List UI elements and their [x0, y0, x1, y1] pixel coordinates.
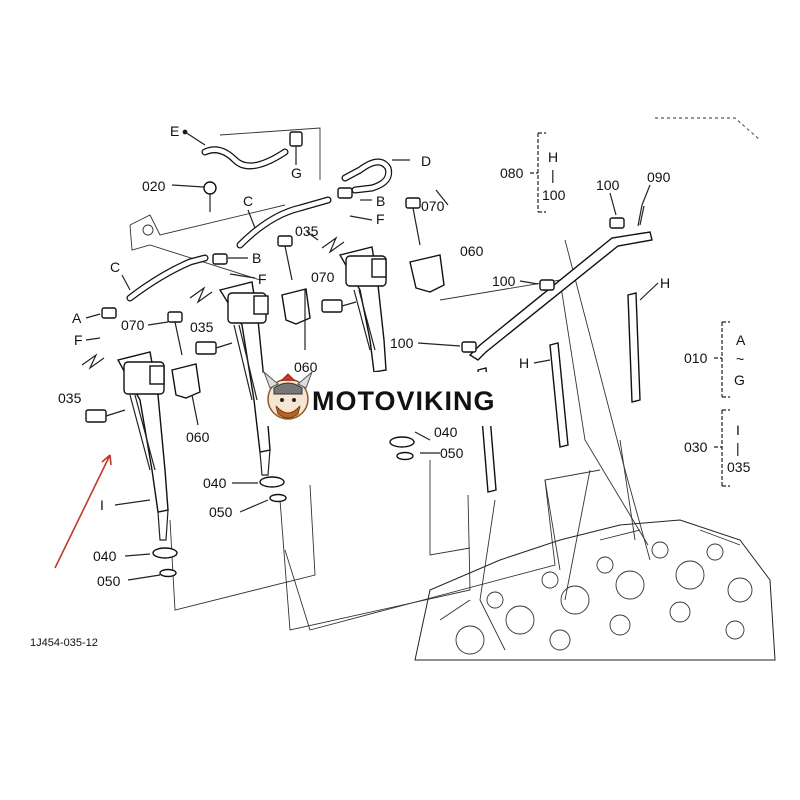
label-050-b: 050 — [209, 504, 233, 520]
label-090: 090 — [647, 169, 671, 185]
injector-clamps — [171, 254, 445, 399]
label-E: E — [170, 123, 179, 139]
label-F-3: F — [74, 332, 83, 348]
range-030-bottom: 035 — [727, 459, 751, 475]
drawing-code: 1J454-035-12 — [30, 637, 98, 649]
label-F-1: F — [376, 211, 385, 227]
callout-labels: E G D 020 B F C 035 070 C B F 070 060 A … — [58, 123, 671, 589]
label-D: D — [421, 153, 431, 169]
label-060-a: 060 — [460, 243, 484, 259]
label-C-2: C — [110, 259, 120, 275]
return-hoses — [126, 146, 393, 302]
clamp-bolts — [167, 197, 421, 356]
range-080-bottom: 100 — [542, 187, 566, 203]
range-030-sep: | — [736, 440, 740, 456]
mount-bracket — [129, 204, 286, 281]
label-035-b: 035 — [190, 319, 214, 335]
glow-plug-assembly — [461, 204, 653, 493]
leader-lines — [169, 127, 651, 651]
range-010: 010 A ~ G — [684, 321, 746, 398]
watermark-text: MOTOVIKING — [312, 386, 496, 416]
range-030-top: I — [736, 422, 740, 438]
label-080: 080 — [500, 165, 524, 181]
label-H-2: H — [660, 275, 670, 291]
label-G: G — [291, 165, 302, 181]
label-H-1: H — [519, 355, 529, 371]
viking-mascot-icon — [263, 371, 313, 420]
label-010: 010 — [684, 350, 708, 366]
label-060-c: 060 — [186, 429, 210, 445]
label-F-2: F — [258, 271, 267, 287]
label-C-1: C — [243, 193, 253, 209]
label-B-2: B — [252, 250, 261, 266]
label-050-a: 050 — [97, 573, 121, 589]
label-035-c: 035 — [58, 390, 82, 406]
red-arrow — [54, 454, 112, 569]
label-100-a: 100 — [390, 335, 414, 351]
label-040-c: 040 — [434, 424, 458, 440]
label-A: A — [72, 310, 82, 326]
cylinder-head — [414, 519, 776, 661]
label-040-a: 040 — [93, 548, 117, 564]
label-020: 020 — [142, 178, 166, 194]
label-030: 030 — [684, 439, 708, 455]
label-040-b: 040 — [203, 475, 227, 491]
range-010-bottom: G — [734, 372, 745, 388]
label-100-c: 100 — [596, 177, 620, 193]
callout-leaders — [85, 129, 659, 581]
label-050-c: 050 — [440, 445, 464, 461]
label-070-b: 070 — [311, 269, 335, 285]
seals — [152, 436, 415, 578]
watermark: MOTOVIKING — [262, 371, 537, 426]
range-010-sep: ~ — [736, 351, 744, 367]
label-070-c: 070 — [121, 317, 145, 333]
range-010-top: A — [736, 332, 746, 348]
clips — [81, 236, 345, 370]
label-060-b: 060 — [294, 359, 318, 375]
corner-mark — [655, 117, 761, 141]
label-070-a: 070 — [421, 198, 445, 214]
label-B-1: B — [376, 193, 385, 209]
range-030: 030 I | 035 — [684, 409, 751, 487]
injector-1 — [85, 351, 169, 541]
mount-hole — [142, 224, 154, 236]
range-080-sep: | — [551, 167, 555, 183]
hose-fittings — [101, 131, 353, 319]
injector-2 — [195, 281, 271, 476]
range-080-top: H — [548, 149, 558, 165]
injector-3 — [321, 246, 387, 373]
label-I: I — [100, 497, 104, 513]
label-100-b: 100 — [492, 273, 516, 289]
label-035-a: 035 — [295, 223, 319, 239]
range-080: 080 H | 100 — [500, 132, 566, 213]
